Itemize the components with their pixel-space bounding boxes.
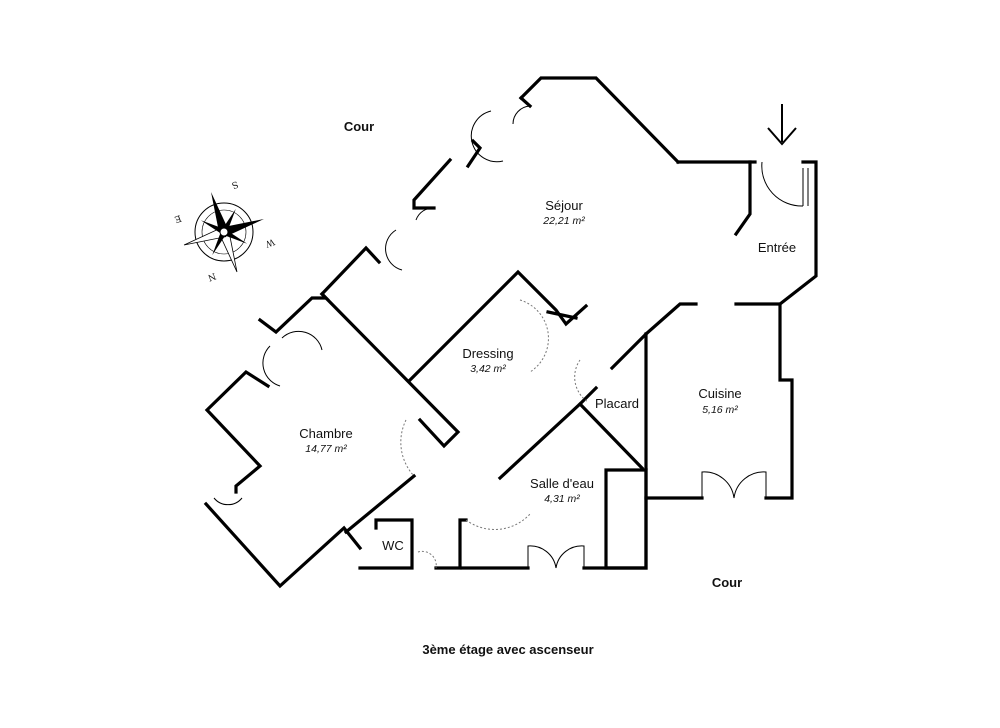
room-placard-name: Placard (595, 396, 639, 411)
compass-e: E (173, 212, 183, 224)
room-salle-name: Salle d'eau (530, 476, 594, 491)
compass-s: S (230, 178, 239, 190)
room-sejour-area: 22,21 m² (542, 215, 585, 227)
room-sejour-name: Séjour (545, 198, 583, 213)
room-cuisine-area: 5,16 m² (702, 404, 738, 416)
room-labels: Cour Cour Séjour 22,21 m² Entrée Dressin… (299, 119, 796, 657)
room-cuisine-name: Cuisine (698, 386, 741, 401)
entrance-arrow-icon (767, 104, 797, 146)
room-salle-area: 4,31 m² (544, 493, 580, 505)
compass-w: W (263, 236, 276, 249)
walls (203, 76, 818, 589)
room-chambre-name: Chambre (299, 426, 352, 441)
floor-caption: 3ème étage avec ascenseur (422, 642, 593, 657)
outside-label-top: Cour (344, 119, 374, 134)
openings (213, 105, 804, 569)
compass-rose-icon: S E W N (173, 178, 276, 282)
room-dressing-name: Dressing (462, 346, 513, 361)
room-wc-name: WC (382, 538, 404, 553)
compass-n: N (206, 270, 217, 282)
outside-label-bottom: Cour (712, 575, 742, 590)
room-chambre-area: 14,77 m² (305, 443, 347, 455)
room-dressing-area: 3,42 m² (470, 363, 506, 375)
room-entree-name: Entrée (758, 240, 796, 255)
